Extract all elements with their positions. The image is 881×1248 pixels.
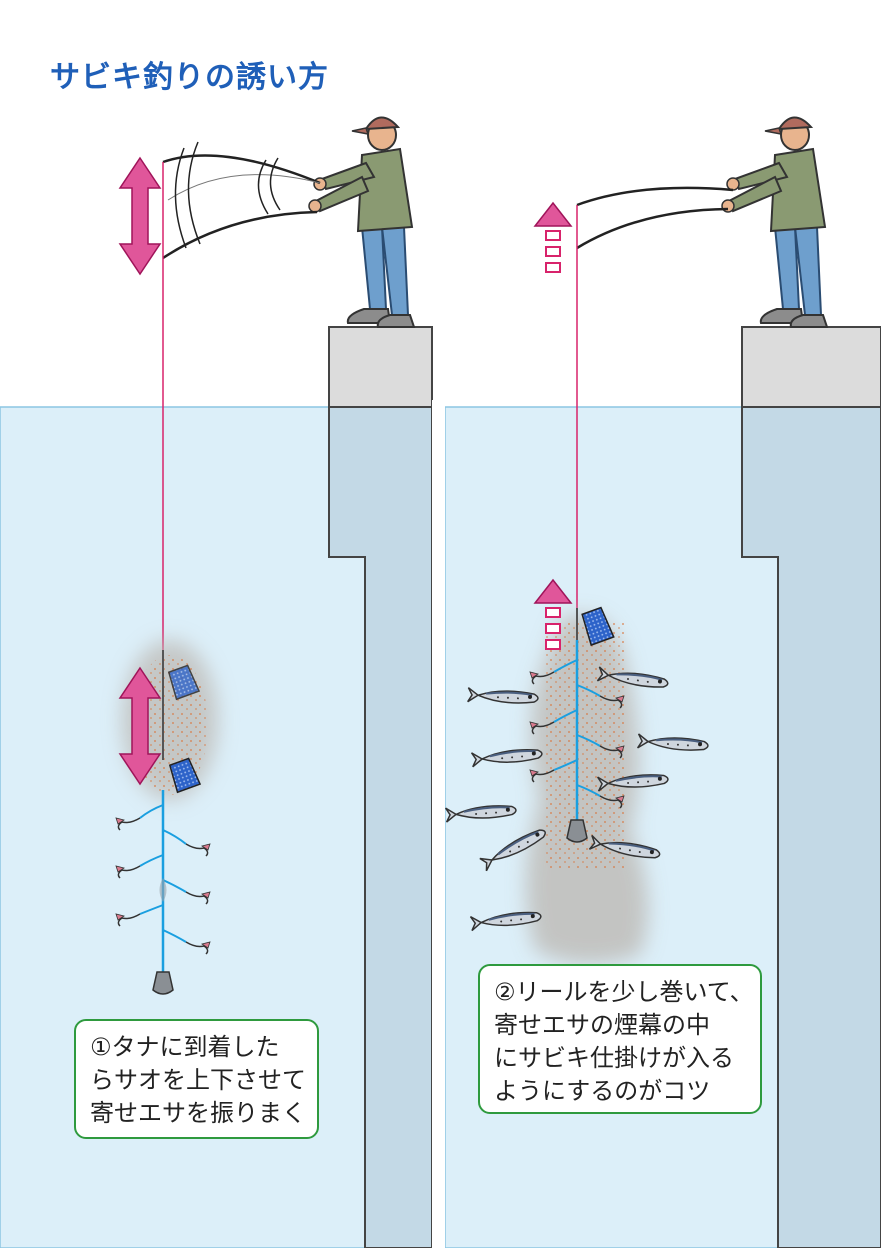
pier-wall: [741, 406, 881, 1248]
sabiki-branches: [139, 804, 187, 943]
sabiki-branches: [553, 659, 601, 797]
caption-line: 寄せエサを振りまく: [90, 1099, 306, 1127]
caption-line: ①タナに到着した: [90, 1033, 280, 1061]
fishing-rod: [576, 186, 734, 250]
motion-lines: [174, 141, 281, 249]
panel-divider: [432, 400, 445, 1248]
dashed-up-arrow-icon: [533, 201, 573, 273]
chum-basket-icon: [581, 606, 615, 647]
fishing-rod: [162, 154, 321, 260]
caption-line: 寄せエサの煙幕の中: [494, 1011, 710, 1039]
chum-basket-icon: [168, 757, 202, 794]
chum-basket-icon: [167, 664, 201, 701]
angler-figure: [721, 116, 828, 328]
pier: [741, 326, 881, 408]
callout-panel-1: ①タナに到着した らサオを上下させて 寄せエサを振りまく: [74, 1019, 319, 1139]
caption-line: らサオを上下させて: [90, 1066, 306, 1094]
double-arrow-icon: [118, 156, 162, 276]
sinker-icon: [566, 819, 588, 843]
diagram-title: サビキ釣りの誘い方: [50, 60, 329, 95]
caption-line: ②リールを少し巻いて、: [494, 978, 754, 1006]
caption-line: ようにするのがコツ: [494, 1077, 711, 1105]
dashed-up-arrow-icon: [533, 578, 573, 650]
double-arrow-icon: [118, 666, 162, 786]
angler-figure: [308, 116, 415, 328]
callout-panel-2: ②リールを少し巻いて、 寄せエサの煙幕の中 にサビキ仕掛けが入る ようにするのが…: [478, 964, 762, 1114]
pier: [328, 326, 433, 408]
sinker-icon: [152, 971, 174, 995]
caption-line: にサビキ仕掛けが入る: [494, 1044, 734, 1072]
